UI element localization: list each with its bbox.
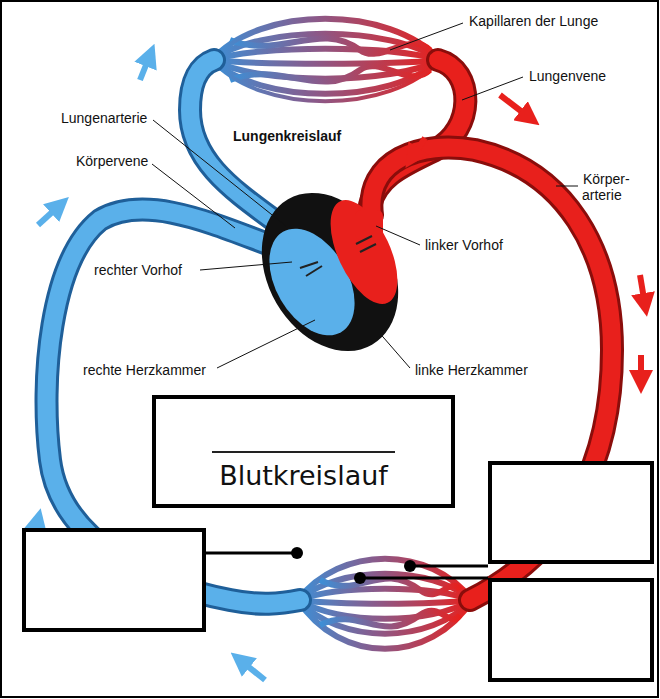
- part-label-text: Lungenarterie: [60, 110, 148, 126]
- part-label: Körper- arterie: [582, 171, 646, 203]
- part-label-text: Kapillaren der Lunge: [468, 13, 599, 29]
- part-label-text: rechter Vorhof: [93, 262, 183, 278]
- body-capillaries: [298, 559, 472, 649]
- part-label: rechter Vorhof: [93, 262, 183, 278]
- part-label: Lungenkreislauf: [232, 128, 342, 144]
- part-label: Kapillaren der Lunge: [468, 13, 599, 29]
- box-title: Blutkreislauf: [219, 459, 388, 493]
- leader-lines: [152, 23, 578, 368]
- part-label: Körpervene: [75, 153, 149, 169]
- part-label-text: rechte Herzkammer: [82, 362, 207, 378]
- part-label-text: linke Herzkammer: [414, 362, 529, 378]
- part-label-text: linker Vorhof: [424, 237, 504, 253]
- part-label: Lungenarterie: [60, 110, 148, 126]
- part-label: rechte Herzkammer: [82, 362, 207, 378]
- part-label-text: Körpervene: [75, 153, 149, 169]
- blank-line: [212, 407, 395, 453]
- part-label-text: Körper- arterie: [582, 171, 630, 203]
- part-label: Lungenvene: [528, 68, 607, 84]
- part-label: linker Vorhof: [424, 237, 504, 253]
- part-label: linke Herzkammer: [414, 362, 529, 378]
- part-label-text: Lungenkreislauf: [232, 128, 342, 144]
- heart: [234, 168, 425, 375]
- part-label-text: Lungenvene: [528, 68, 607, 84]
- title-box: Blutkreislauf: [152, 395, 455, 508]
